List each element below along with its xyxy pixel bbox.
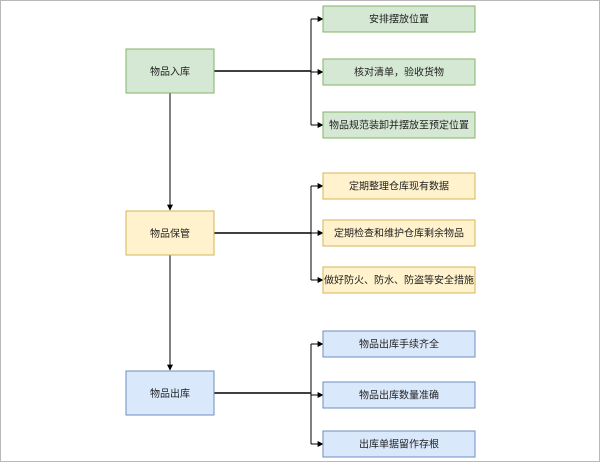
stage-outbound-task-box <box>322 381 476 409</box>
stage-inbound-box <box>125 48 215 94</box>
connector-layer <box>167 16 324 447</box>
stage-storage-task-node[interactable]: 定期检查和维护仓库剩余物品 <box>322 219 476 247</box>
stage-storage-task-box <box>322 172 476 200</box>
stage-inbound-label: 物品入库 <box>150 65 190 78</box>
stage-inbound-task-box <box>322 5 476 33</box>
stage-outbound-task-label: 物品出库数量准确 <box>359 389 439 402</box>
stage-outbound-node[interactable]: 物品出库 <box>125 370 215 416</box>
stage-inbound-task-box <box>322 111 476 139</box>
stage-storage-label: 物品保管 <box>150 227 190 240</box>
stage-storage-task-label: 定期整理仓库现有数据 <box>349 180 449 193</box>
stage-storage-node[interactable]: 物品保管 <box>125 210 215 256</box>
stage-outbound-task-box <box>322 430 476 458</box>
stage-outbound-task-label: 出库单据留作存根 <box>359 438 439 451</box>
stage-storage-task-node[interactable]: 做好防火、防水、防盗等安全措施 <box>322 266 476 294</box>
stage-outbound-task-node[interactable]: 物品出库数量准确 <box>322 381 476 409</box>
stage-inbound-task-label: 安排摆放位置 <box>369 13 429 26</box>
stage-outbound-box <box>125 370 215 416</box>
stage-inbound-task-label: 核对清单，验收货物 <box>354 66 444 79</box>
stage-outbound-task-node[interactable]: 物品出库手续齐全 <box>322 330 476 358</box>
stage-storage-task-label: 做好防火、防水、防盗等安全措施 <box>324 274 474 287</box>
stage-storage-box <box>125 210 215 256</box>
stage-storage-task-node[interactable]: 定期整理仓库现有数据 <box>322 172 476 200</box>
stage-inbound-task-label: 物品规范装卸并摆放至预定位置 <box>329 119 469 132</box>
stage-inbound-task-box <box>322 58 476 86</box>
stage-inbound-task-node[interactable]: 核对清单，验收货物 <box>322 58 476 86</box>
stage-outbound-label: 物品出库 <box>150 387 190 400</box>
stage-outbound-task-label: 物品出库手续齐全 <box>359 338 439 351</box>
stage-inbound-task-node[interactable]: 安排摆放位置 <box>322 5 476 33</box>
stage-storage-task-box <box>322 219 476 247</box>
stage-inbound-task-node[interactable]: 物品规范装卸并摆放至预定位置 <box>322 111 476 139</box>
stage-outbound-task-box <box>322 330 476 358</box>
stage-inbound-node[interactable]: 物品入库 <box>125 48 215 94</box>
stage-storage-task-label: 定期检查和维护仓库剩余物品 <box>334 227 464 240</box>
stage-storage-task-box <box>322 266 476 294</box>
stage-outbound-task-node[interactable]: 出库单据留作存根 <box>322 430 476 458</box>
